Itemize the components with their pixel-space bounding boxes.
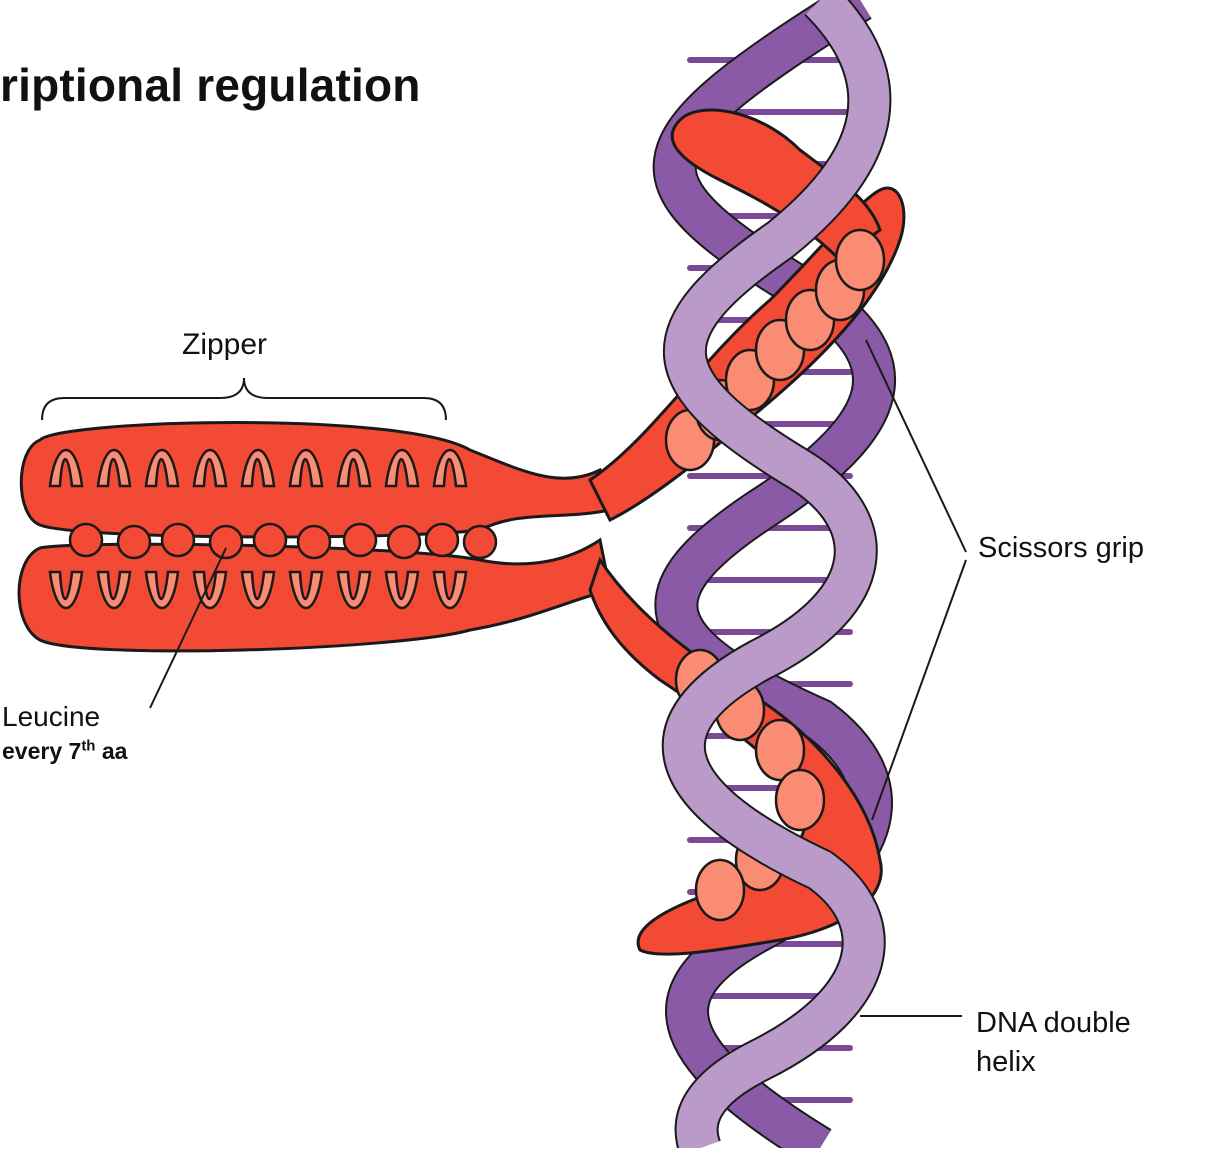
leucine-label: Leucine (2, 701, 100, 733)
leucine-sphere (464, 526, 496, 558)
every-superscript: th (81, 737, 95, 754)
page-title: riptional regulation (0, 58, 421, 112)
leucine-sphere (118, 526, 150, 558)
leucine-sphere (388, 526, 420, 558)
dna-label-line2: helix (976, 1043, 1131, 1082)
every-suffix: aa (95, 738, 127, 764)
leucine-sphere (210, 526, 242, 558)
leucine-spacing-label: every 7th aa (2, 738, 127, 765)
leucine-sphere (298, 526, 330, 558)
leucine-sphere (344, 524, 376, 556)
leucine-sphere (254, 524, 286, 556)
grip-coil (696, 860, 744, 920)
scissors-leader-lower (872, 560, 966, 820)
zipper-label: Zipper (182, 328, 267, 362)
grip-coil (836, 230, 884, 290)
leucine-sphere (70, 524, 102, 556)
every-prefix: every 7 (2, 738, 81, 764)
scissors-leader-upper (866, 340, 966, 552)
zipper-bracket (42, 378, 446, 420)
scissors-grip-label: Scissors grip (978, 532, 1144, 565)
leucine-sphere (162, 524, 194, 556)
dna-label-line1: DNA double (976, 1004, 1131, 1043)
leucine-sphere (426, 524, 458, 556)
grip-coil (776, 770, 824, 830)
